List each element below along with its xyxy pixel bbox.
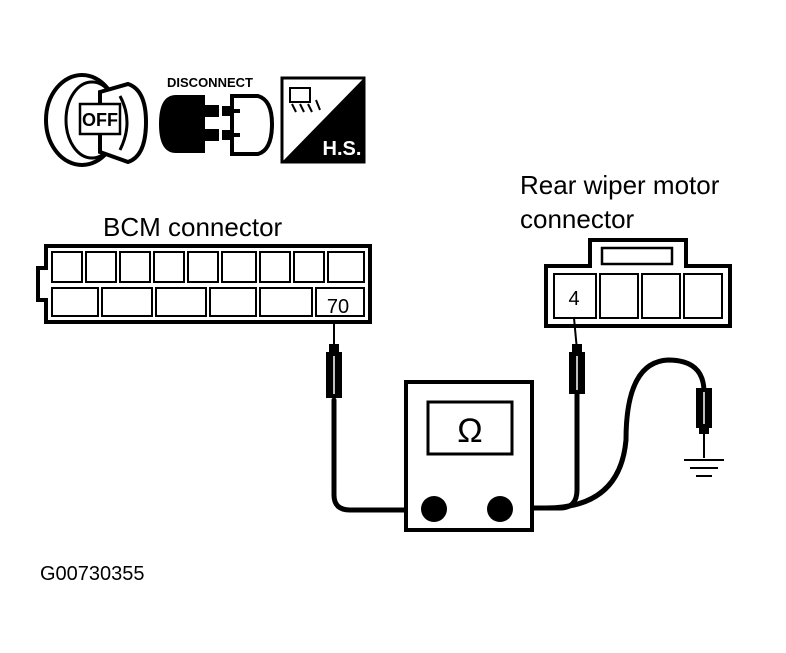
ground-probe [696, 388, 712, 434]
bcm-probe [326, 344, 342, 398]
ohm-symbol: Ω [457, 412, 482, 450]
bcm-connector-label: BCM connector [103, 212, 283, 242]
rear-wiper-label-line2: connector [520, 204, 635, 234]
bcm-connector: 70 [36, 244, 372, 324]
rear-wiper-connector: 4 [544, 238, 732, 328]
ground-icon [684, 459, 724, 477]
meter-jack-left [421, 496, 447, 522]
figure-code: G00730355 [40, 563, 145, 585]
ignition-off-text: OFF [82, 110, 118, 130]
ignition-off-icon: OFF [44, 73, 149, 167]
rear-wiper-label-line1: Rear wiper motor [520, 170, 720, 200]
wiper-probe [569, 344, 585, 394]
meter-jack-right [487, 496, 513, 522]
harness-hs-icon: H.S. [280, 76, 366, 164]
wiper-terminal-4: 4 [568, 288, 579, 310]
disconnect-icon: DISCONNECT [158, 75, 275, 156]
harness-hs-text: H.S. [323, 138, 362, 160]
ohmmeter: Ω [404, 380, 534, 532]
bcm-terminal-70: 70 [327, 296, 349, 318]
ground-test-lead [543, 357, 707, 511]
test-leads [331, 357, 707, 513]
bcm-test-lead [331, 397, 437, 513]
disconnect-label: DISCONNECT [167, 75, 253, 90]
